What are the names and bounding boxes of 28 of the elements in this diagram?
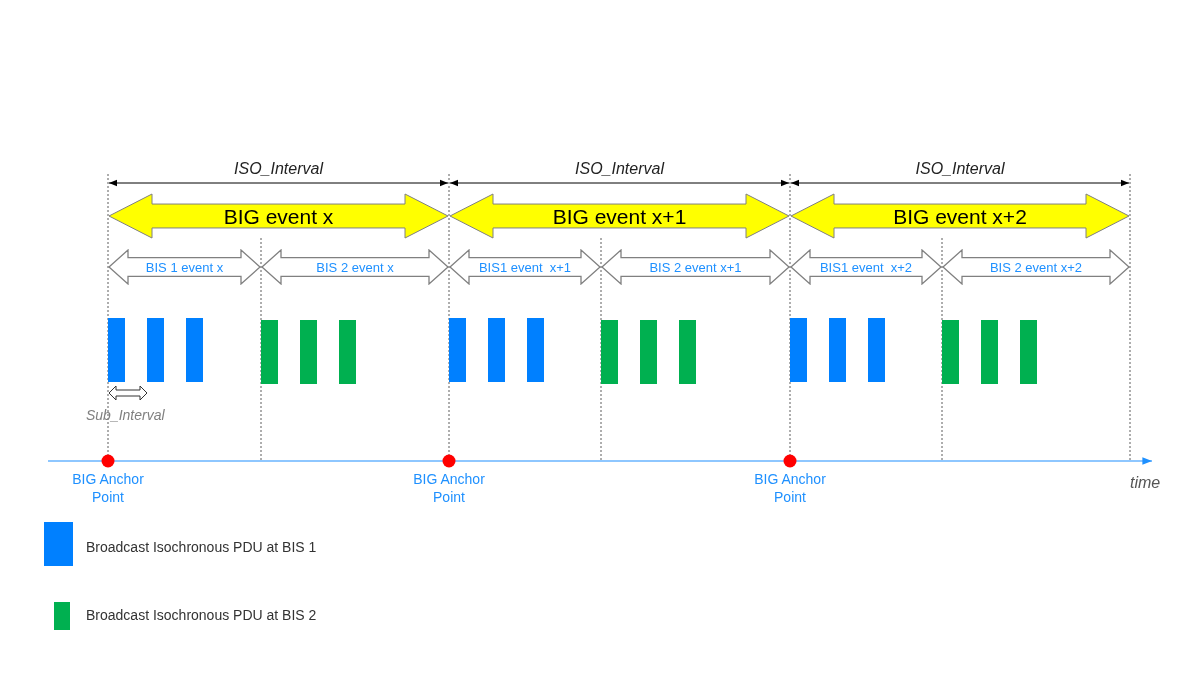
- event-label: BIS 2 event x: [316, 260, 394, 274]
- double-arrow-band: [449, 193, 790, 239]
- event-label: BIG event x+1: [552, 205, 687, 227]
- interval-label: Sub_Interval: [86, 408, 165, 422]
- legend-label: Broadcast Isochronous PDU at BIS 2: [86, 606, 317, 625]
- double-arrow-band: [108, 193, 449, 239]
- event-label: BIS 1 event x: [145, 260, 224, 274]
- event-label: BIS 2 event x+2: [989, 260, 1083, 274]
- interval-label: ISO_Interval: [574, 161, 666, 177]
- interval-label: ISO_Interval: [233, 161, 325, 177]
- double-arrow-band: [261, 249, 449, 285]
- event-label: BIS 2 event x+1: [649, 260, 742, 274]
- interval-label: ISO_Interval: [914, 161, 1006, 177]
- legend-label: Broadcast Isochronous PDU at BIS 1: [86, 538, 317, 557]
- event-label: BIG event x+2: [893, 205, 1027, 227]
- double-arrow-band: [790, 249, 942, 285]
- axis-label: time: [1130, 475, 1161, 491]
- event-label: BIS1 event x+1: [478, 260, 572, 274]
- double-arrow-band: [108, 249, 261, 285]
- anchor-label: BIG Anchor Point: [71, 470, 145, 506]
- event-label: BIG event x: [223, 205, 334, 227]
- event-label: BIS1 event x+2: [819, 260, 913, 274]
- double-arrow-band: [942, 249, 1130, 285]
- double-arrow-band: [601, 249, 790, 285]
- anchor-label: BIG Anchor Point: [412, 470, 486, 506]
- double-arrow-band: [449, 249, 601, 285]
- anchor-label: BIG Anchor Point: [753, 470, 827, 506]
- double-arrow-band: [790, 193, 1130, 239]
